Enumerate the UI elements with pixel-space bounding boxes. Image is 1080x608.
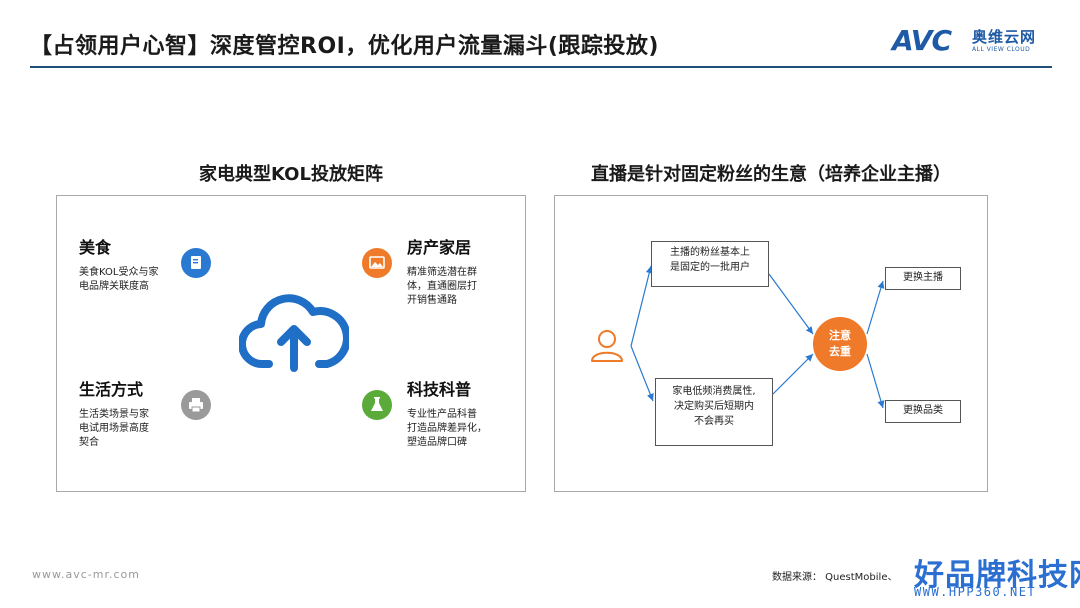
livestream-panel: 主播的粉丝基本上 是固定的一批用户 家电低频消费属性, 决定购买后短期内 不会再… [554,195,988,492]
low-frequency-box: 家电低频消费属性, 决定购买后短期内 不会再买 [655,378,773,446]
quadrant-tech-heading: 科技科普 [407,380,472,399]
watermark-cn: 好品牌科技网 [914,558,1080,593]
footer-url[interactable]: www.avc-mr.com [32,568,140,581]
watermark-en: WWW.HPP360.NET [914,585,1037,599]
logo-en-name: ALL VIEW CLOUD [972,46,1031,53]
page-title: 【占领用户心智】深度管控ROI，优化用户流量漏斗(跟踪投放) [30,34,659,59]
change-host-box: 更换主播 [885,267,961,290]
quadrant-home-text: 精准筛选潜在群 体，直通圈层打 开销售通路 [407,267,477,306]
logo-cn-name: 奥维云网 [972,28,1037,46]
kol-matrix-title: 家电典型KOL投放矩阵 [199,164,383,185]
dedupe-circle: 注意 去重 [813,317,867,371]
data-source: 数据来源： QuestMobile、 [772,572,898,583]
flow-connectors [630,265,885,409]
document-icon [181,248,211,278]
quadrant-food-heading: 美食 [79,238,112,257]
user-icon [591,330,623,362]
cloud-upload-icon [239,294,349,372]
quadrant-food-text: 美食KOL受众与家 电品牌关联度高 [79,267,159,292]
livestream-title: 直播是针对固定粉丝的生意（培养企业主播） [591,164,951,185]
quadrant-lifestyle-heading: 生活方式 [79,380,144,399]
printer-icon [181,390,211,420]
image-icon [362,248,392,278]
title-divider [30,66,1052,68]
quadrant-lifestyle-text: 生活类场景与家 电试用场景高度 契合 [79,409,149,448]
kol-matrix-panel: 美食 美食KOL受众与家 电品牌关联度高 房产家居 精准筛选潜在群 体，直通圈层… [56,195,526,492]
logo-brand: AVC [892,24,952,57]
fixed-fans-box: 主播的粉丝基本上 是固定的一批用户 [651,241,769,287]
change-category-box: 更换品类 [885,400,961,423]
avc-logo: AVC 奥维云网 ALL VIEW CLOUD [892,24,1052,58]
quadrant-home-heading: 房产家居 [407,238,472,257]
quadrant-tech-text: 专业性产品科普 打造品牌差异化， 塑造品牌口碑 [407,409,487,448]
flask-icon [362,390,392,420]
